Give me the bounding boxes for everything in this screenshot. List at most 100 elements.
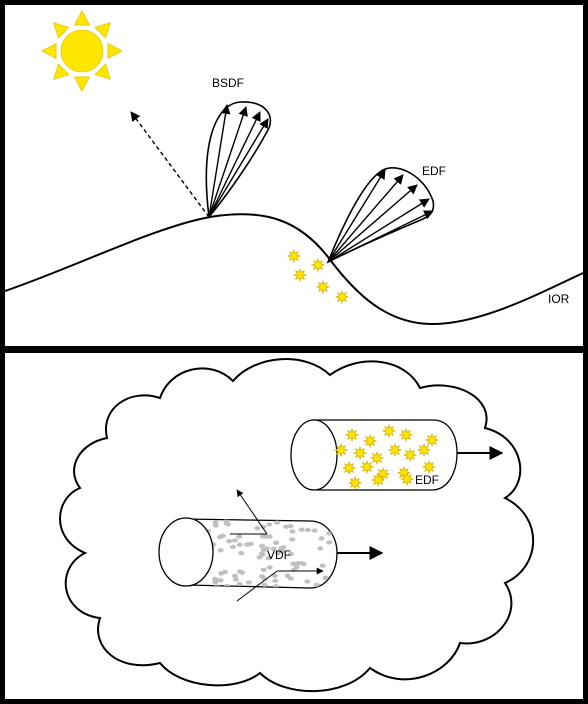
scattering-particle [223,519,230,524]
scattering-particle [217,578,224,583]
bsdf-label: BSDF [212,76,244,90]
scattering-particle [238,551,245,556]
surface-diagram: BSDF EDF IOR [5,10,583,326]
star-particle-icon [315,279,331,295]
star-particle-icon [416,442,432,458]
scattering-particle [264,546,271,551]
star-particle-icon [334,289,350,305]
scattering-particle [230,544,236,550]
reflection-direction-arrow [130,111,210,218]
scattering-particle [304,579,311,584]
sun-ray [94,63,111,80]
volume-edf-label: EDF [415,473,439,487]
vdf-label: VDF [267,548,291,562]
scattering-particle [288,551,295,557]
scattering-particle [319,563,326,568]
vdf-scattering-particles [202,519,333,588]
scattering-particle [261,582,268,587]
scattering-particle [266,565,273,570]
scattering-particle [284,573,291,578]
scattering-particle [218,571,225,576]
star-particle-icon [286,248,302,264]
scattering-particle [244,542,251,547]
star-particle-icon [362,433,378,449]
scattering-particle [313,582,320,588]
sun-ray [53,63,70,80]
scattering-particle [237,569,244,574]
scattering-particle [270,546,277,551]
surface-panel: BSDF EDF IOR [5,5,583,346]
scattering-particle [289,529,296,534]
surface-curve [5,213,583,326]
star-particle-icon [341,460,357,476]
sun-disc [60,29,104,73]
scattering-particle [274,520,281,525]
scattering-particle [293,564,300,570]
sun-ray [107,42,123,60]
scattering-particle [271,573,278,578]
sun-ray [53,22,70,39]
scattering-particle [260,567,267,572]
scattering-particle [212,577,218,582]
scattering-particle [273,540,280,545]
scattering-particle [259,543,266,549]
star-particle-icon [387,442,403,458]
surface-edf-lobe [326,167,435,264]
edf-volume-cylinder [290,419,504,491]
scattering-particle [212,523,219,528]
scattering-particle [289,537,296,542]
star-particle-icon [344,427,360,443]
scattering-particle [290,561,297,566]
cloud-outline [59,358,535,693]
star-particle-icon [370,472,386,488]
scattering-particle [254,526,261,531]
sun-ray [73,10,91,26]
sun-ray [41,42,57,60]
scattering-particle [311,528,318,533]
sun-ray [73,76,91,92]
star-particle-icon [398,427,414,443]
bsdf-lobe [205,101,272,219]
scattering-particle [231,538,238,543]
scattering-particle [278,549,285,555]
star-particle-icon [399,471,415,487]
scattering-particle [322,575,329,580]
star-particle-icon [381,423,397,439]
star-particle-icon [347,475,363,490]
ior-label: IOR [548,292,570,306]
scattering-particle [217,548,224,553]
scattering-particle [304,527,311,533]
scattering-particle [326,540,333,545]
scattering-particle [318,536,325,541]
scattering-particle [236,542,243,547]
scattering-particle [231,573,238,578]
scattering-particle [272,578,279,583]
vdf-volume-cylinder [158,489,384,602]
star-particle-icon [352,445,368,461]
star-particle-icon [310,257,326,273]
scattering-particle [233,577,239,582]
scattering-particle [326,531,333,536]
scattering-particle [263,534,270,539]
sun-ray [94,22,111,39]
scattering-particle [266,522,273,527]
scattering-particle [219,533,226,538]
scattering-particle [212,520,219,525]
volume-diagram: EDF VDF [59,358,535,693]
scattering-particle [236,581,243,587]
star-particle-icon [421,459,437,475]
scattering-particle [259,551,265,556]
surface-emitter-particles [286,248,350,305]
scattering-particle [245,580,252,585]
volume-panel: EDF VDF [5,353,583,699]
scattering-particle [236,534,243,539]
edf-emitter-particles [333,423,440,490]
sun-icon [41,10,123,92]
star-particle-icon [359,459,375,475]
star-particle-icon [424,432,440,448]
star-particle-icon [369,450,385,466]
scattering-particle [256,555,263,560]
star-particle-icon [402,447,418,463]
star-particle-icon [292,267,308,283]
